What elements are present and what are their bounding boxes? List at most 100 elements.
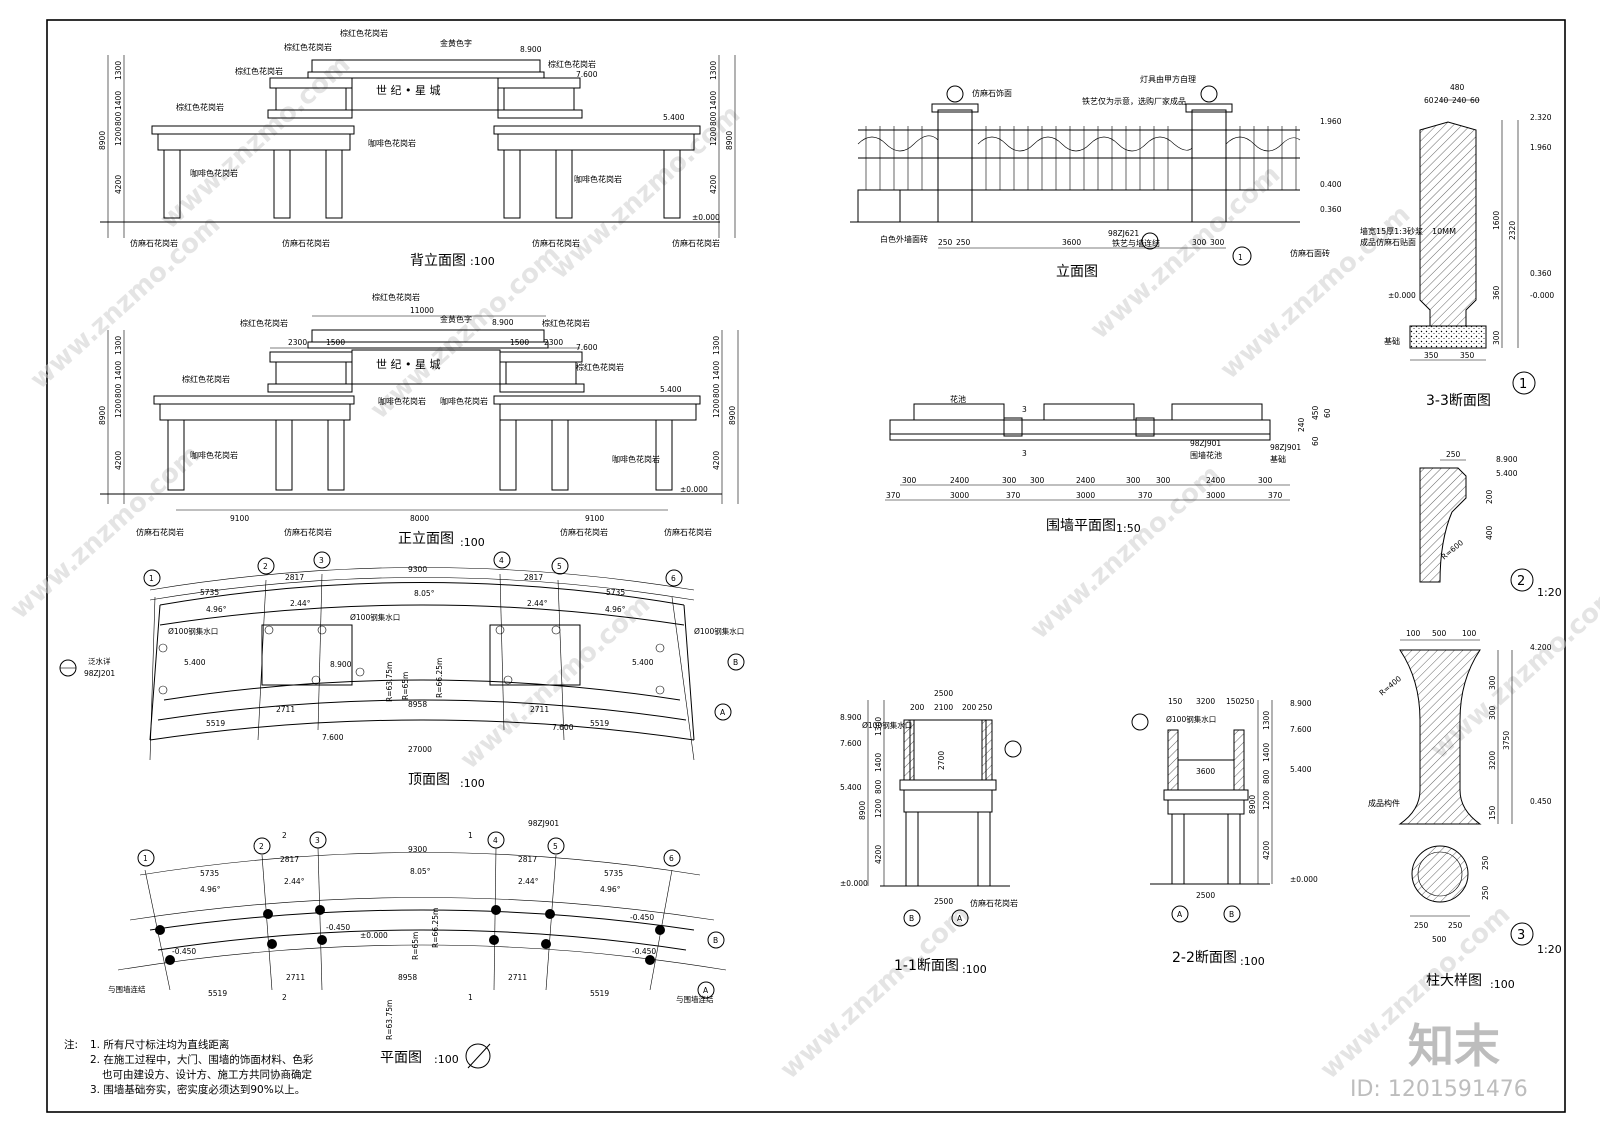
view-title: 3-3断面图 <box>1426 393 1491 409</box>
svg-text:1300: 1300 <box>712 336 721 355</box>
view-title: 2-2断面图 <box>1172 950 1237 966</box>
section-1-1: 2500 200 2100 200 250 2700 2500 1300 140… <box>840 689 1022 976</box>
svg-text:仿麻石面砖: 仿麻石面砖 <box>1290 248 1330 258</box>
svg-text:棕红色花岗岩: 棕红色花岗岩 <box>372 292 420 302</box>
front-elevation: 1300 1400 800 1200 4200 8900 1300 1400 8… <box>98 292 739 549</box>
svg-text:0.450: 0.450 <box>1530 797 1552 806</box>
watermark: www.znzmo.com <box>1025 459 1227 645</box>
svg-text:与围墙连结: 与围墙连结 <box>676 994 714 1004</box>
svg-text:围墙花池: 围墙花池 <box>1190 450 1222 460</box>
svg-text:2400: 2400 <box>1076 476 1095 485</box>
svg-text:7.600: 7.600 <box>552 723 574 732</box>
svg-text:4.96°: 4.96° <box>200 885 221 894</box>
svg-text:B: B <box>713 936 718 945</box>
svg-text:5735: 5735 <box>200 588 219 597</box>
svg-text:咖啡色花岗岩: 咖啡色花岗岩 <box>190 450 238 460</box>
watermark: www.znzmo.com <box>25 209 227 395</box>
svg-text:R=63.75m: R=63.75m <box>385 1000 394 1040</box>
svg-text:5519: 5519 <box>206 719 225 728</box>
svg-text:800: 800 <box>874 779 883 794</box>
svg-text:98ZJ901: 98ZJ901 <box>1190 439 1221 448</box>
svg-text:2500: 2500 <box>1196 891 1215 900</box>
detail-2: 250 8.900 5.400 200 400 R=600 2 1:20 <box>1419 450 1562 599</box>
svg-text:5.400: 5.400 <box>663 113 685 122</box>
svg-text:咖啡色花岗岩: 咖啡色花岗岩 <box>378 396 426 406</box>
svg-text:R=66.25m: R=66.25m <box>435 658 444 698</box>
svg-text:2300: 2300 <box>544 338 563 347</box>
svg-text:±0.000: ±0.000 <box>1290 875 1318 884</box>
svg-text:300: 300 <box>1002 476 1017 485</box>
svg-text:60: 60 <box>1470 96 1480 105</box>
svg-text:咖啡色花岗岩: 咖啡色花岗岩 <box>368 138 416 148</box>
svg-text:350: 350 <box>1424 351 1439 360</box>
svg-text:棕红色花岗岩: 棕红色花岗岩 <box>240 318 288 328</box>
svg-text:250: 250 <box>938 238 953 247</box>
general-notes: 注: 1. 所有尺寸标注均为直线距离 2. 在施工过程中，大门、围墙的饰面材料、… <box>64 1038 314 1096</box>
svg-text:450: 450 <box>1311 405 1320 420</box>
svg-text:5: 5 <box>553 842 558 851</box>
svg-text:400: 400 <box>1485 525 1494 540</box>
fence-plan: 花池 围墙花池 基础 98ZJ901 98ZJ901 3 3 240 450 6… <box>885 394 1332 535</box>
svg-text:800: 800 <box>1262 769 1271 784</box>
back-elevation: 1300 1400 800 1200 4200 8900 1300 1400 8… <box>98 28 736 269</box>
svg-text:咖啡色花岗岩: 咖啡色花岗岩 <box>190 168 238 178</box>
svg-text:墙宽15厚1:3砂浆: 墙宽15厚1:3砂浆 <box>1360 226 1423 236</box>
svg-text:4: 4 <box>493 836 498 845</box>
svg-text:白色外墙面砖: 白色外墙面砖 <box>880 234 928 244</box>
svg-text:7.600: 7.600 <box>576 343 598 352</box>
svg-text:1: 1 <box>468 831 473 840</box>
svg-text:5735: 5735 <box>604 869 623 878</box>
plan-view: 1 2 3 4 5 6 B A 5735 2817 9300 2817 5735… <box>108 819 727 1069</box>
svg-text:2100: 2100 <box>934 703 953 712</box>
svg-text:240: 240 <box>1297 417 1306 432</box>
svg-text:300: 300 <box>1488 705 1497 720</box>
svg-text:5.400: 5.400 <box>1290 765 1312 774</box>
svg-text:800: 800 <box>114 111 123 126</box>
svg-text::100: :100 <box>1240 955 1265 968</box>
svg-text:R=66.25m: R=66.25m <box>431 908 440 948</box>
svg-text:98ZJ901: 98ZJ901 <box>1270 443 1301 452</box>
svg-text:3. 围墙基础夯实，密实度必须达到90%以上。: 3. 围墙基础夯实，密实度必须达到90%以上。 <box>90 1083 305 1096</box>
svg-text:8.900: 8.900 <box>1496 455 1518 464</box>
svg-text:5735: 5735 <box>200 869 219 878</box>
svg-text:300: 300 <box>1258 476 1273 485</box>
svg-text:A: A <box>720 708 726 717</box>
svg-text:铁艺仅为示意，选购厂家成品: 铁艺仅为示意，选购厂家成品 <box>1082 96 1186 106</box>
svg-text:B: B <box>733 658 738 667</box>
svg-text:R=63.75m: R=63.75m <box>385 662 394 702</box>
svg-text:300: 300 <box>1126 476 1141 485</box>
svg-text:2817: 2817 <box>280 855 299 864</box>
svg-text:240: 240 <box>1434 96 1449 105</box>
svg-text:3: 3 <box>1022 405 1027 414</box>
svg-text:8900: 8900 <box>725 131 734 150</box>
svg-text:2.44°: 2.44° <box>527 599 548 608</box>
svg-text:B: B <box>909 914 914 923</box>
svg-text:150: 150 <box>1226 697 1241 706</box>
svg-text:2711: 2711 <box>530 705 549 714</box>
svg-text:5519: 5519 <box>208 989 227 998</box>
svg-text::100: :100 <box>1490 978 1515 991</box>
svg-text:5.400: 5.400 <box>632 658 654 667</box>
svg-text:150: 150 <box>1168 697 1183 706</box>
svg-text:5519: 5519 <box>590 989 609 998</box>
svg-text:±0.000: ±0.000 <box>680 485 708 494</box>
svg-text:仿麻石花岗岩: 仿麻石花岗岩 <box>672 238 720 248</box>
svg-text:5.400: 5.400 <box>1496 469 1518 478</box>
svg-text:8.900: 8.900 <box>1290 699 1312 708</box>
svg-text:±0.000: ±0.000 <box>360 931 388 940</box>
svg-text:60: 60 <box>1311 436 1320 446</box>
svg-text:2400: 2400 <box>950 476 969 485</box>
svg-text:8.900: 8.900 <box>840 713 862 722</box>
svg-text:-0.450: -0.450 <box>326 923 350 932</box>
svg-text:仿麻石花岗岩: 仿麻石花岗岩 <box>136 527 184 537</box>
svg-text:咖啡色花岗岩: 咖啡色花岗岩 <box>440 396 488 406</box>
svg-text:灯具由甲方自理: 灯具由甲方自理 <box>1140 74 1196 84</box>
svg-text:2: 2 <box>1517 574 1525 589</box>
svg-text:2: 2 <box>282 831 287 840</box>
svg-text:Ø100钢集水口: Ø100钢集水口 <box>168 626 218 636</box>
svg-text:1: 1 <box>468 993 473 1002</box>
svg-text:0.360: 0.360 <box>1320 205 1342 214</box>
svg-text:100: 100 <box>1462 629 1477 638</box>
column-detail: 100 500 100 4.200 0.450 300 300 3750 320… <box>1368 629 1562 991</box>
svg-text:8000: 8000 <box>410 514 429 523</box>
